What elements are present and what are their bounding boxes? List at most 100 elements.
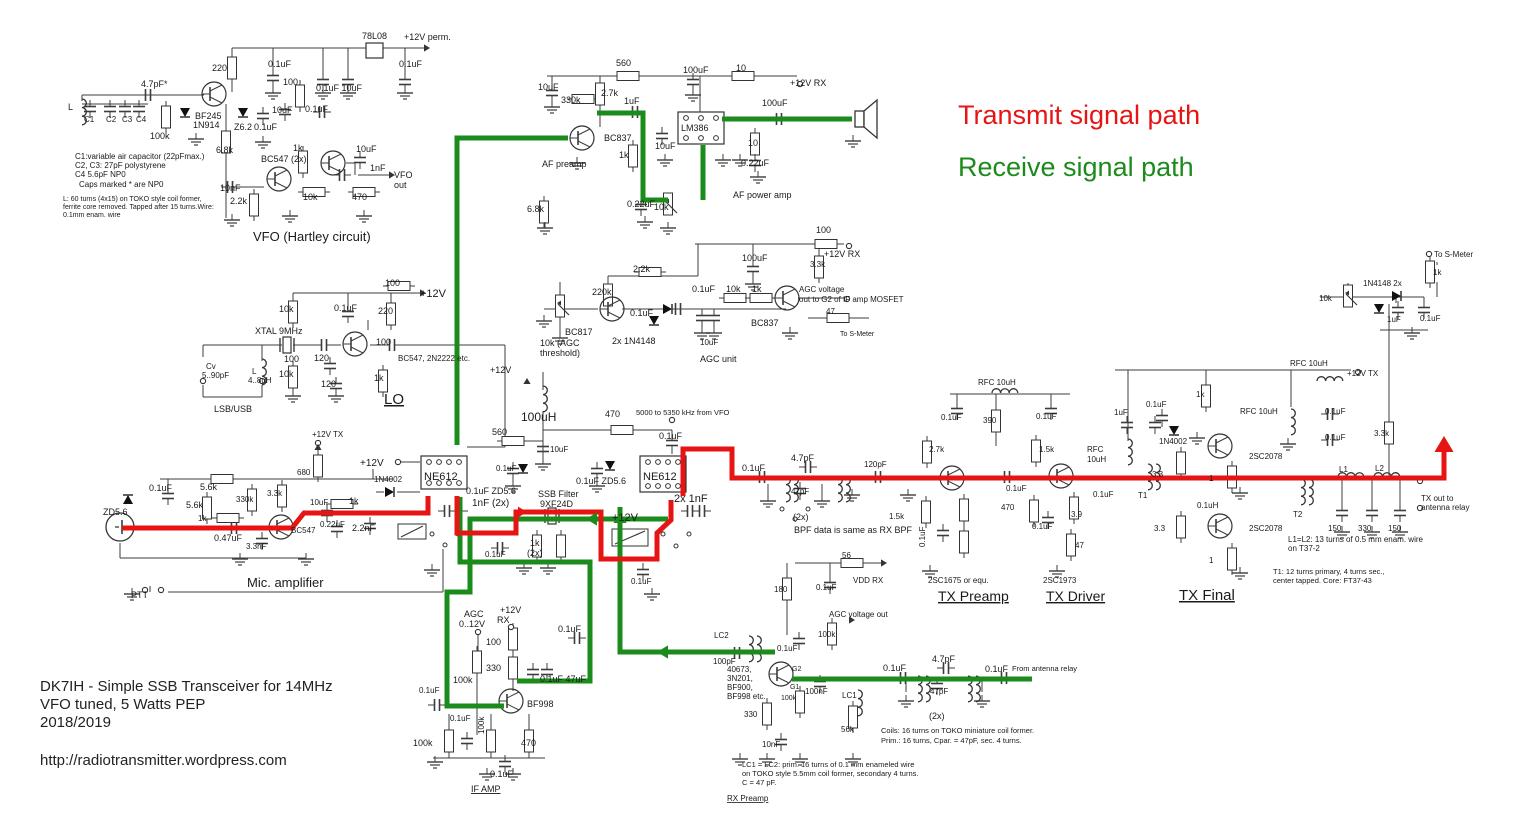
title-line: DK7IH - Simple SSB Transceiver for 14MHz — [40, 678, 333, 695]
receive-signal-path — [454, 135, 568, 445]
component-label: on TOKO style 5.5mm coil former, seconda… — [742, 769, 918, 778]
component-label: 180 — [774, 585, 788, 594]
component-label: 1N914 — [193, 120, 220, 130]
component-label: 10nF — [220, 183, 241, 193]
component-label: Cv — [206, 362, 216, 371]
transmit-signal-path — [680, 440, 1447, 496]
component-label: 0.1uF ZD5.6 — [466, 486, 516, 496]
resistor — [827, 622, 837, 646]
component-label: 560 — [616, 58, 631, 68]
component-label: 10k — [303, 192, 318, 202]
ic-pin — [683, 135, 689, 141]
ic-pin — [698, 115, 704, 121]
resistor — [610, 425, 634, 435]
wire — [400, 525, 424, 538]
component-label: 100uF — [683, 65, 709, 75]
resistor — [532, 534, 542, 558]
component-label: +12V TX — [312, 430, 344, 439]
wire — [782, 300, 796, 308]
wire — [506, 703, 520, 711]
component-label: 100k — [818, 630, 836, 639]
ic-pin — [645, 459, 651, 465]
transmit-arrow — [518, 506, 527, 518]
resistor — [571, 94, 595, 104]
component-label: AF power amp — [733, 190, 792, 200]
ic-pin — [456, 480, 462, 486]
component-label: 0.1uF — [985, 664, 1009, 674]
component-label: AF preamp — [542, 159, 587, 169]
wire — [274, 181, 288, 189]
wire — [506, 691, 520, 699]
component-label: VDD RX — [853, 576, 884, 585]
resistor — [352, 187, 376, 197]
component-label: 100k — [150, 131, 170, 141]
component-label: 3.3k — [267, 489, 283, 498]
component-label: C2, C3: 27pF polystyrene — [75, 161, 166, 170]
component-label: TX Driver — [1046, 588, 1105, 604]
inductor — [1127, 438, 1133, 466]
component-label: AGC voltage — [799, 285, 845, 294]
ic-pin — [665, 459, 671, 465]
resistor — [295, 84, 305, 108]
component-label: BC817 — [565, 327, 593, 337]
ic-pin — [426, 480, 432, 486]
component-label: C = 47 pF. — [742, 778, 776, 787]
component-label: 100k — [477, 716, 486, 734]
component-label: 330 — [486, 663, 501, 673]
component-label: 47 — [1075, 541, 1084, 550]
inductor — [542, 385, 548, 413]
component-label: Coils: 16 turns on TOKO miniature coil f… — [881, 726, 1034, 735]
inductor — [991, 388, 1019, 394]
resistor — [302, 187, 326, 197]
wire — [1215, 448, 1229, 456]
component-label: 0.1uF — [305, 104, 329, 114]
component-label: 100 — [284, 354, 299, 364]
crystal — [282, 336, 292, 354]
direction-arrow — [424, 44, 430, 52]
component-label: 0.22uF — [627, 199, 656, 209]
component-label: 0.1uF — [941, 413, 962, 422]
component-label: 0.1uF — [485, 550, 506, 559]
component-label: 2.2nF — [352, 523, 376, 533]
component-label: 10k — [1319, 294, 1333, 303]
component-label: 10k — [279, 304, 294, 314]
component-label: 100pF — [713, 657, 736, 666]
ic-pin — [446, 459, 452, 465]
terminal — [157, 586, 165, 594]
component-label: BC837 — [751, 318, 779, 328]
component-label: L — [252, 367, 257, 376]
transmit-signal-path — [454, 496, 674, 562]
ic-pin — [683, 115, 689, 121]
terminal — [507, 623, 515, 631]
component-label: Caps marked * are NP0 — [79, 180, 164, 189]
wire — [274, 169, 288, 177]
component-label: 6.8k — [527, 204, 545, 214]
component-label: TX out to — [1421, 494, 1454, 503]
component-label: 10uF — [538, 82, 559, 92]
component-label: 1k — [1433, 268, 1442, 277]
terminal — [141, 586, 149, 594]
component-label: 0.1uF — [1093, 490, 1114, 499]
component-label: 1k — [349, 496, 359, 506]
component-label: 1N4002 — [1159, 437, 1188, 446]
component-label: BF998 — [527, 699, 554, 709]
component-label: RFC 10uH — [1290, 359, 1328, 368]
component-label: LC2 — [714, 631, 729, 640]
resistor — [959, 530, 969, 554]
ic-pin — [436, 459, 442, 465]
resistor — [731, 71, 755, 81]
pot-wiper-arrow — [557, 300, 561, 306]
component-label: 4.7pF* — [141, 79, 168, 89]
direction-arrow — [881, 559, 887, 567]
component-label: BC547 (2x) — [261, 154, 307, 164]
component-label: RFC 10uH — [1240, 407, 1278, 416]
component-label: Prim.: 16 turns, Cpar. = 47pF, sec. 4 tu… — [881, 736, 1022, 745]
component-label: 0.1uF — [1146, 400, 1167, 409]
wire — [350, 334, 364, 342]
component-label: 220 — [378, 306, 393, 316]
wire — [209, 96, 223, 104]
resistor — [840, 558, 864, 568]
component-label: PTT — [131, 590, 149, 600]
ic-pin — [655, 483, 661, 489]
transmit-arrow — [1434, 436, 1454, 452]
